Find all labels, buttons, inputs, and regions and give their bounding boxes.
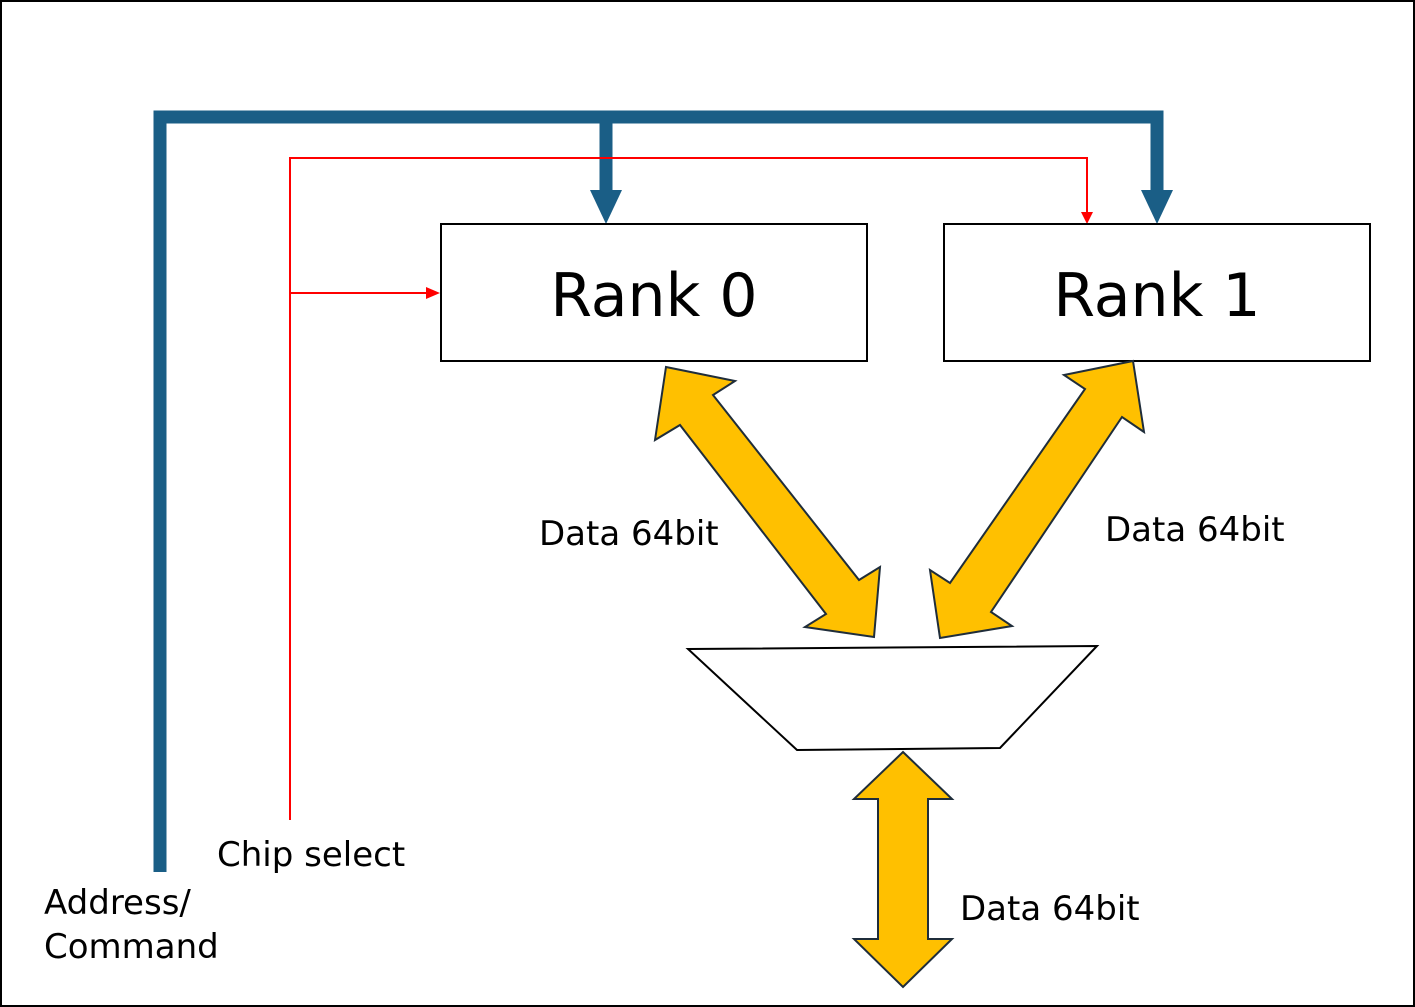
address-bus-arrowhead-rank1 bbox=[1141, 190, 1173, 224]
data-label-bottom: Data 64bit bbox=[960, 889, 1140, 929]
rank-0-box: Rank 0 bbox=[440, 223, 868, 362]
multiplexer bbox=[685, 644, 1100, 752]
address-command-bus bbox=[153, 110, 1173, 872]
data-arrow-right bbox=[928, 359, 1146, 640]
rank-1-label: Rank 1 bbox=[1053, 261, 1260, 331]
address-label-line2: Command bbox=[44, 927, 219, 967]
chip-select-arrowhead-rank1 bbox=[1081, 212, 1093, 224]
chip-select-line bbox=[289, 157, 1093, 820]
data-label-right: Data 64bit bbox=[1105, 510, 1285, 550]
chip-select-path bbox=[289, 157, 1088, 820]
rank-1-rect bbox=[943, 223, 1371, 362]
rank-0-label: Rank 0 bbox=[550, 261, 757, 331]
address-bus-line bbox=[153, 110, 1164, 872]
chip-select-arrowhead-rank0 bbox=[426, 287, 440, 299]
chip-select-label: Chip select bbox=[217, 835, 405, 875]
address-bus-arrowhead-rank0 bbox=[590, 190, 622, 224]
data-arrow-left bbox=[653, 365, 882, 639]
rank-0-rect bbox=[440, 223, 868, 362]
address-label-line1: Address/ bbox=[44, 883, 191, 923]
rank-1-box: Rank 1 bbox=[943, 223, 1371, 362]
data-label-left: Data 64bit bbox=[539, 514, 719, 554]
data-arrow-bottom bbox=[851, 750, 955, 989]
